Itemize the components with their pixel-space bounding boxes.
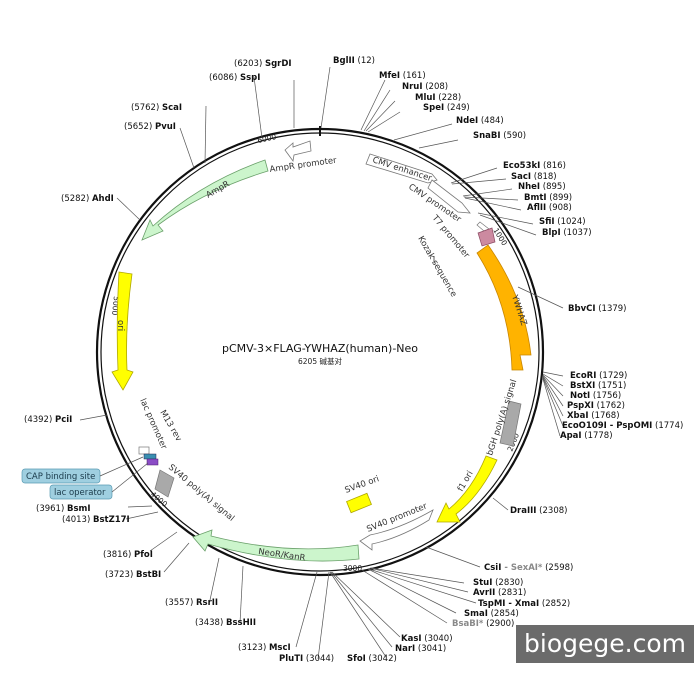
site-label-avrii: AvrII (2831) [473,588,526,598]
site-label-scai: (5762) ScaI [131,103,182,113]
site-label-pvui: (5652) PvuI [124,122,176,132]
site-label-xbai: XbaI (1768) [567,411,620,421]
ampr-promoter-label: AmpR promoter [269,156,338,175]
site-label-mfei: MfeI (161) [379,71,426,81]
site-label-bmti: BmtI (899) [524,193,572,203]
lac-operator-mark [146,458,159,466]
neor-arrow [192,529,360,562]
site-label-smai: SmaI (2854) [464,609,519,619]
site-label-bsmi: (3961) BsmI [36,504,91,514]
site-label-msci: (3123) MscI [238,643,291,653]
tick-3000: 3000 [343,564,362,573]
site-label-stui: StuI (2830) [473,578,523,588]
sv40-ori-box [346,492,372,514]
ampr-promoter-arrow [284,140,312,163]
site-label-bstz17i: (4013) BstZ17I [62,515,130,525]
site-label-saci: SacI (818) [511,172,557,182]
site-label-pfoi: (3816) PfoI [103,550,153,560]
site-label-mlui: MluI (228) [415,93,461,103]
ori-arrow [111,271,134,391]
site-label-apai: ApaI (1778) [560,431,613,441]
site-label-pspxi: PspXI (1762) [567,401,625,411]
site-leaders [79,66,564,660]
site-label-nhei: NheI (895) [518,182,566,192]
site-label-bsshii: (3438) BssHII [195,618,256,628]
site-label-ahdi: (5282) AhdI [61,194,114,204]
tick-6000: 6000 [257,132,278,145]
site-label-pcii: (4392) PciI [24,415,72,425]
cap-binding-badge: CAP binding site [21,468,101,484]
site-label-bsabi-: BsaBI* (2900) [452,619,514,629]
site-label-rsrii: (3557) RsrII [165,598,218,608]
site-label-nari: NarI (3041) [395,644,446,654]
ampr-arrow [141,159,269,241]
site-label-ecori: EcoRI (1729) [570,371,627,381]
site-label-sspi: (6086) SspI [209,73,260,83]
site-label-nrui: NruI (208) [402,82,448,92]
f1-ori-arrow [436,455,498,523]
site-label-ecoo109i-pspomi: EcoO109I - PspOMI (1774) [562,421,683,431]
lac-operator-text: lac operator [54,488,106,498]
lac-promoter-mark [138,446,150,455]
site-label-bglii: BglII (12) [333,56,375,66]
tick-5000: 5000 [110,296,121,316]
plasmid-size: 6205 碱基对 [298,356,342,366]
site-label-pluti: PluTI (3044) [279,654,334,664]
site-label-sgrdi: (6203) SgrDI [234,59,292,69]
site-label-kasi: KasI (3040) [401,634,453,644]
cap-site-mark [143,453,157,460]
site-label-aflii: AflII (908) [527,203,572,213]
site-label-bstxi: BstXI (1751) [570,381,626,391]
ywhaz-gene-arrow [476,244,532,371]
site-label-snabi: SnaBI (590) [473,131,526,141]
site-label-tspmi-xmai: TspMI - XmaI (2852) [478,599,570,609]
site-label-draiii: DraIII (2308) [510,506,567,516]
site-label-bbvci: BbvCI (1379) [568,304,626,314]
watermark-text: biogege.com [524,629,686,658]
site-label-sfoi: SfoI (3042) [347,654,397,664]
plasmid-title: pCMV-3×FLAG-YWHAZ(human)-Neo [222,342,418,355]
site-label-spei: SpeI (249) [423,103,470,113]
site-label-csii: CsiI - SexAI* (2598) [484,563,573,573]
sv40-promoter-arrow [359,509,434,551]
ori-label: ori [115,320,125,331]
sv40-ori-label: SV40 ori [344,474,381,496]
sv40-polya-label: SV40 poly(A) signal [166,463,236,524]
bgh-polya-box [499,400,522,447]
restriction-site-labels: (6203) SgrDI BglII (12) MfeI (161)NruI (20… [24,56,683,664]
cap-binding-text: CAP binding site [26,472,95,482]
site-label-eco53ki: Eco53kI (816) [503,161,566,171]
site-label-sfii: SfiI (1024) [539,217,586,227]
lac-operator-badge: lac operator [49,484,113,500]
site-label-ndei: NdeI (484) [456,116,504,126]
cmv-promoter-arrow [427,179,471,214]
flag-tag-marker [477,227,496,247]
site-label-blpi: BlpI (1037) [542,228,592,238]
site-label-noti: NotI (1756) [570,391,621,401]
site-label-bstbi: (3723) BstBI [105,570,161,580]
sv40-polya-box [154,469,175,498]
watermark-box [516,625,694,663]
